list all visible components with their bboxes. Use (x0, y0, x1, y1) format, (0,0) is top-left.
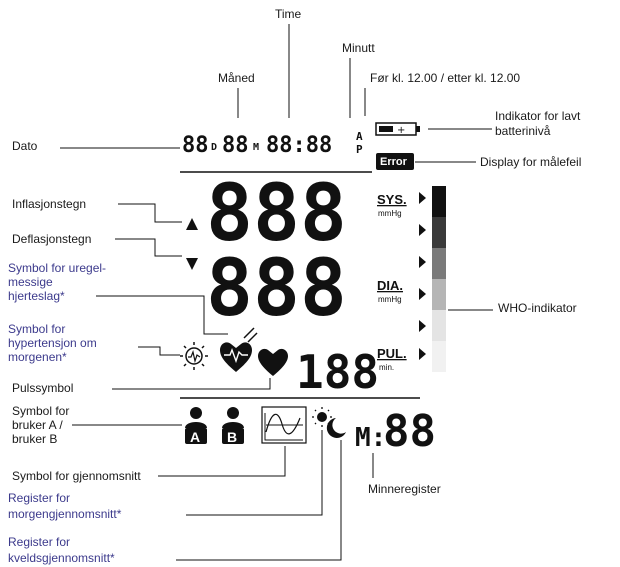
dia-label: DIA. (377, 278, 403, 293)
clock-digits: 88:88 (266, 133, 332, 158)
date-d-marker: D (211, 142, 217, 153)
average-icon (261, 406, 307, 444)
label-minne: Minneregister (368, 482, 441, 496)
who-arrow-icon (419, 348, 426, 360)
morning-sun-icon (312, 407, 332, 427)
label-uregel-line1: Symbol for uregel- (8, 261, 106, 275)
leader-puls (112, 378, 271, 390)
date-month-digits: 88 (222, 133, 249, 158)
label-uregel-line2: messige (8, 275, 53, 289)
evening-moon-icon (326, 418, 346, 438)
error-text: Error (380, 156, 408, 168)
leader-kveld (176, 440, 342, 561)
svg-text:+: + (397, 125, 405, 136)
dia-unit: mmHg (378, 295, 402, 304)
pul-unit: min. (379, 363, 394, 372)
label-maned: Måned (218, 71, 255, 85)
date-day-digits: 88 (182, 133, 209, 158)
label-puls: Pulssymbol (12, 381, 73, 395)
who-arrow-icon (419, 256, 426, 268)
dia-value-digits: 888 (206, 244, 347, 334)
user-b-icon: B (222, 407, 244, 445)
pul-label: PUL. (377, 346, 407, 361)
label-deflasjon: Deflasjonstegn (12, 232, 91, 246)
leader-inflasjon (118, 203, 182, 223)
label-battery-line2: batterinivå (495, 124, 551, 138)
label-gjennomsnitt: Symbol for gjennomsnitt (12, 469, 141, 483)
leader-deflasjon (115, 238, 182, 257)
sys-unit: mmHg (378, 209, 402, 218)
who-level-segment (432, 341, 446, 372)
who-arrow-icon (419, 288, 426, 300)
label-time: Time (275, 7, 302, 21)
label-morgen-line1: Register for (8, 491, 70, 505)
user-b-letter: B (227, 429, 237, 445)
label-who: WHO-indikator (498, 301, 577, 315)
label-morgen-line2: morgengjennomsnitt* (8, 507, 122, 521)
label-uregel-line3: hjerteslag* (8, 289, 65, 303)
error-badge: Error (376, 153, 414, 170)
user-a-letter: A (190, 429, 200, 445)
who-level-segment (432, 217, 446, 248)
label-hyper-line2: hypertensjon om (8, 336, 97, 350)
morning-hypertension-icon (180, 342, 208, 370)
pulse-heart-icon (258, 348, 288, 376)
sys-value-digits: 888 (206, 169, 347, 259)
who-arrow-icon (419, 192, 426, 204)
label-bruker-line3: bruker B (12, 432, 57, 446)
user-a-icon: A (185, 407, 207, 445)
label-bruker-line2: bruker A / (12, 418, 63, 432)
inflation-up-arrow (186, 218, 198, 230)
who-indicator-bar (432, 186, 446, 372)
leader-gjennomsnitt (158, 446, 286, 477)
label-ampm: Før kl. 12.00 / etter kl. 12.00 (370, 71, 520, 85)
leader-hyper (138, 346, 180, 356)
memory-m-label: M: (355, 423, 386, 453)
leader-morgen (186, 430, 323, 516)
sys-label: SYS. (377, 192, 407, 207)
deflation-down-arrow (186, 258, 198, 270)
who-level-segment (432, 248, 446, 279)
label-inflasjon: Inflasjonstegn (12, 197, 86, 211)
am-marker: A (356, 130, 363, 143)
pm-marker: P (356, 143, 363, 156)
label-battery-line1: Indikator for lavt (495, 109, 581, 123)
label-hyper-line3: morgenen* (8, 350, 67, 364)
label-hyper-line1: Symbol for (8, 322, 65, 336)
low-battery-icon: + (375, 122, 420, 136)
label-malefeil: Display for målefeil (480, 155, 581, 169)
label-kveld-line1: Register for (8, 535, 70, 549)
pul-value-digits: 188 (296, 345, 379, 399)
irregular-heartbeat-icon (220, 327, 258, 372)
label-kveld-line2: kveldsgjennomsnitt* (8, 551, 115, 565)
memory-digits: 88 (383, 406, 436, 457)
who-level-segment (432, 310, 446, 341)
leader-uregel (96, 295, 228, 335)
who-arrow-icon (419, 320, 426, 332)
who-level-segment (432, 279, 446, 310)
label-bruker-line1: Symbol for (12, 404, 69, 418)
label-minutt: Minutt (342, 41, 375, 55)
who-arrow-icon (419, 224, 426, 236)
label-dato: Dato (12, 139, 38, 153)
who-level-segment (432, 186, 446, 217)
date-m-marker: M (253, 142, 259, 153)
who-pointer-arrows (419, 192, 426, 360)
